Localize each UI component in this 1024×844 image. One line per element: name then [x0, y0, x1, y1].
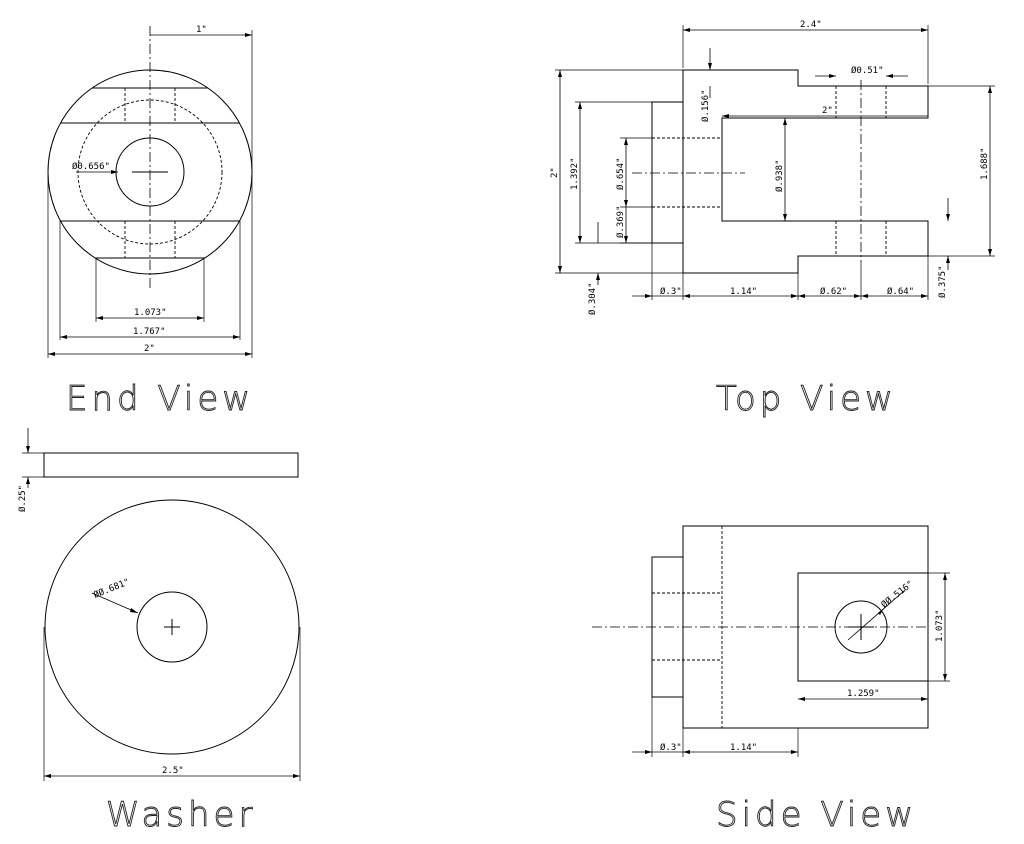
dim-end-diameter: 2" [144, 344, 155, 354]
dim-washer-hole: ØØ.681" [92, 576, 131, 600]
dim-top-boss: 1.392" [570, 157, 580, 190]
dim-top-slot-depth: 2" [822, 106, 833, 116]
top-view-outline [682, 69, 929, 274]
dim-end-overall: 1" [196, 25, 207, 35]
dim-top-end: Ø.64" [887, 286, 914, 297]
dim-top-body: 1.14" [730, 287, 757, 297]
dim-end-flat: 1.073" [134, 308, 167, 318]
washer-hole [136, 591, 208, 663]
side-view-title: Side View [716, 795, 917, 835]
dim-top-length: 2.4" [800, 20, 822, 30]
dim-washer-diameter: 2.5" [162, 766, 184, 776]
dim-top-hole-pos: Ø.62" [820, 286, 847, 297]
dim-side-body: 1.14" [730, 743, 757, 753]
dim-top-boss-step: Ø.304" [587, 282, 598, 315]
side-view-hole [834, 600, 888, 654]
washer-title: Washer [106, 795, 256, 835]
dim-top-cross-hole: Ø0.51" [851, 65, 884, 76]
dim-top-bore-a: Ø.654" [615, 157, 626, 190]
dim-top-wall: Ø.156" [700, 89, 711, 122]
washer-outer-circle [44, 499, 300, 755]
side-view: ØØ.516" 1.073" 1.259" Ø.3" 1.14" Side Vi… [592, 525, 950, 835]
dim-washer-thickness: Ø.25" [17, 485, 28, 512]
washer-view: Ø.25" ØØ.681" 2.5" Washer [17, 428, 301, 835]
dim-top-bore-b: Ø.369" [615, 205, 626, 238]
dim-top-height: 2" [550, 167, 560, 178]
top-view-title: Top View [716, 379, 897, 419]
dim-side-width: 1.259" [847, 689, 880, 699]
dim-top-slot-width: Ø.938" [774, 159, 785, 192]
dim-end-chord: 1.767" [133, 327, 166, 337]
dim-end-hole: Ø0.656" [72, 161, 110, 172]
washer-side-profile [43, 452, 299, 478]
dim-top-overall-width: 1.688" [980, 147, 990, 180]
dim-side-height: 1.073" [935, 609, 945, 642]
end-view: 1" Ø0.656" 1.073" 1.767" 2" End View [47, 25, 254, 419]
top-view: 2.4" Ø0.51" 2" Ø.156" 2" 1.392" Ø.654" [550, 20, 995, 419]
dim-top-neck: Ø.3" [660, 286, 682, 297]
dim-side-neck: Ø.3" [660, 742, 682, 753]
end-view-title: End View [66, 379, 254, 419]
dim-top-end-step: Ø.375" [937, 265, 948, 298]
dim-side-hole: ØØ.516" [879, 578, 916, 610]
